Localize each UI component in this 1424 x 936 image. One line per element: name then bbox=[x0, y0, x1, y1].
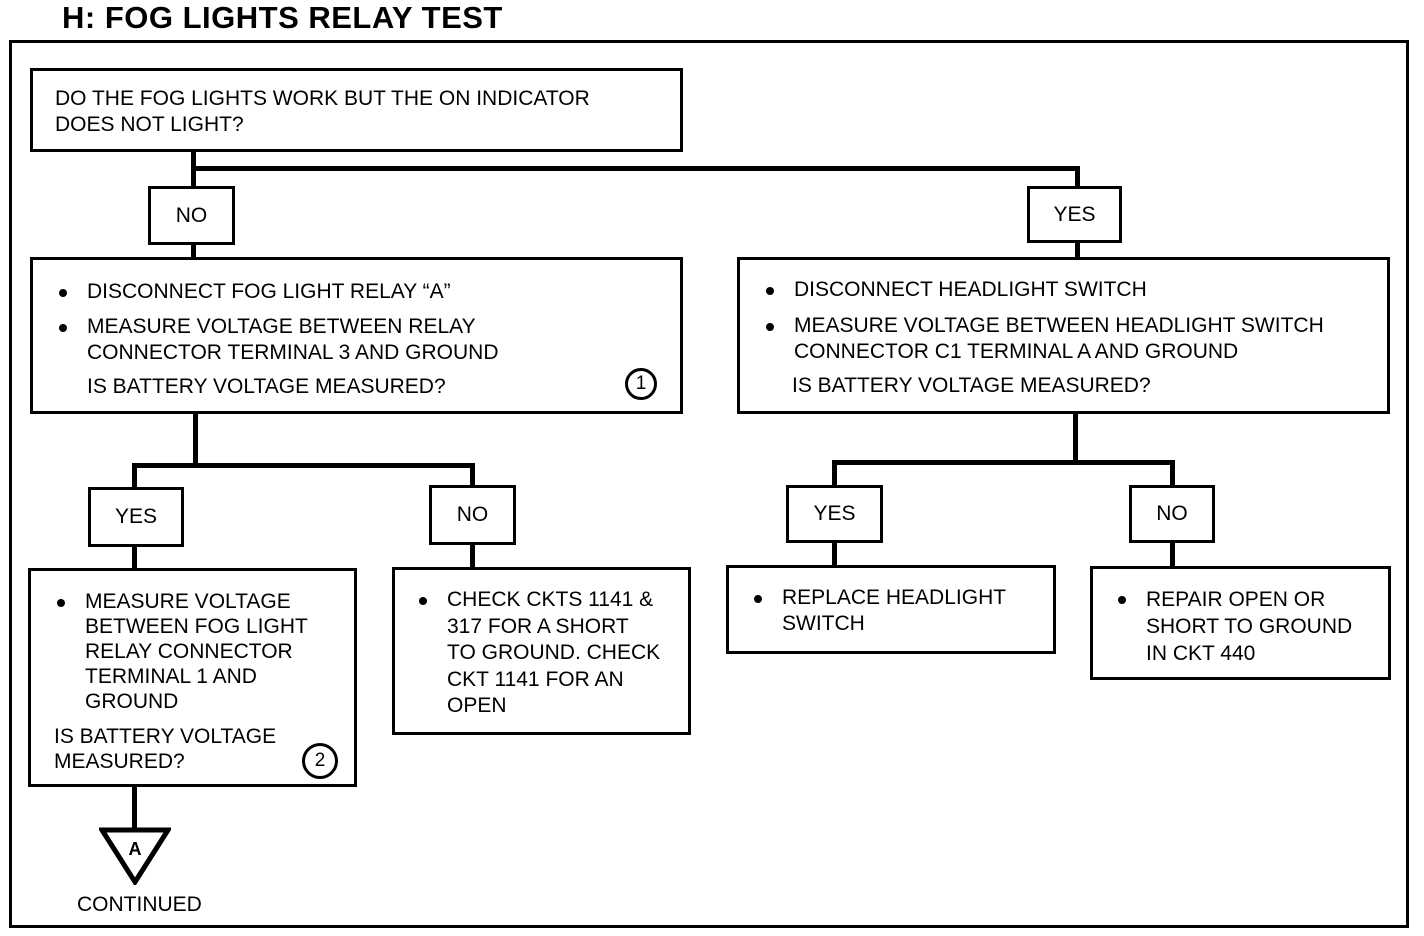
connector-left-yes-to-box bbox=[132, 545, 137, 571]
right-test-box: DISCONNECT HEADLIGHT SWITCH MEASURE VOLT… bbox=[737, 257, 1390, 414]
connector-left-no-to-box bbox=[470, 543, 475, 571]
bullet-icon bbox=[754, 595, 762, 603]
connector-left-no-down bbox=[470, 463, 475, 489]
connector-right-no-to-box bbox=[1170, 541, 1175, 568]
connector-no-to-left-test bbox=[191, 243, 196, 260]
off-page-connector-icon: A bbox=[99, 827, 171, 885]
page-title: H: FOG LIGHTS RELAY TEST bbox=[62, 0, 503, 35]
step-number-badge: 1 bbox=[625, 368, 657, 400]
continued-caption: CONTINUED bbox=[77, 893, 202, 916]
bullet-icon bbox=[57, 599, 65, 607]
bullet-icon bbox=[419, 597, 427, 605]
diagram-frame bbox=[9, 40, 1409, 928]
connector-left-test-down bbox=[193, 412, 198, 468]
connector-left-yes-down bbox=[132, 463, 137, 489]
step-number-badge: 2 bbox=[302, 743, 338, 779]
start-question-box: DO THE FOG LIGHTS WORK BUT THE ON INDICA… bbox=[30, 68, 683, 152]
bullet-icon bbox=[59, 289, 67, 297]
bullet-icon bbox=[766, 323, 774, 331]
connector-right-horizontal bbox=[832, 460, 1175, 465]
left-yes-question: IS BATTERY VOLTAGE MEASURED? bbox=[54, 725, 277, 773]
right-no-label: NO bbox=[1129, 485, 1215, 543]
connector-top-horizontal bbox=[191, 166, 1080, 171]
connector-right-no-down bbox=[1170, 460, 1175, 487]
right-no-box: REPAIR OPEN OR SHORT TO GROUND IN CKT 44… bbox=[1090, 566, 1391, 680]
bullet-icon bbox=[1118, 596, 1126, 604]
connector-left-horizontal bbox=[132, 463, 475, 468]
branch-yes-label: YES bbox=[1027, 186, 1122, 243]
left-test-box: DISCONNECT FOG LIGHT RELAY “A” MEASURE V… bbox=[30, 257, 683, 414]
right-yes-label: YES bbox=[786, 485, 883, 543]
connector-right-test-down bbox=[1073, 412, 1078, 464]
left-yes-box: MEASURE VOLTAGE BETWEEN FOG LIGHT RELAY … bbox=[28, 568, 357, 787]
connector-right-yes-to-box bbox=[832, 541, 837, 568]
connector-to-continued bbox=[132, 785, 137, 833]
left-no-box: CHECK CKTS 1141 & 317 FOR A SHORT TO GRO… bbox=[392, 567, 691, 735]
connector-top-right-down bbox=[1075, 166, 1080, 190]
connector-right-yes-down bbox=[832, 460, 837, 487]
start-question-text: DO THE FOG LIGHTS WORK BUT THE ON INDICA… bbox=[55, 87, 590, 136]
right-yes-box: REPLACE HEADLIGHT SWITCH bbox=[726, 565, 1056, 654]
bullet-icon bbox=[59, 324, 67, 332]
left-yes-label: YES bbox=[88, 487, 184, 547]
connector-yes-to-right-test bbox=[1075, 240, 1080, 260]
left-no-label: NO bbox=[429, 485, 516, 545]
branch-no-label: NO bbox=[148, 186, 235, 245]
connector-letter: A bbox=[129, 839, 142, 859]
left-test-question: IS BATTERY VOLTAGE MEASURED? bbox=[87, 375, 446, 398]
bullet-icon bbox=[766, 287, 774, 295]
right-test-question: IS BATTERY VOLTAGE MEASURED? bbox=[792, 374, 1151, 397]
